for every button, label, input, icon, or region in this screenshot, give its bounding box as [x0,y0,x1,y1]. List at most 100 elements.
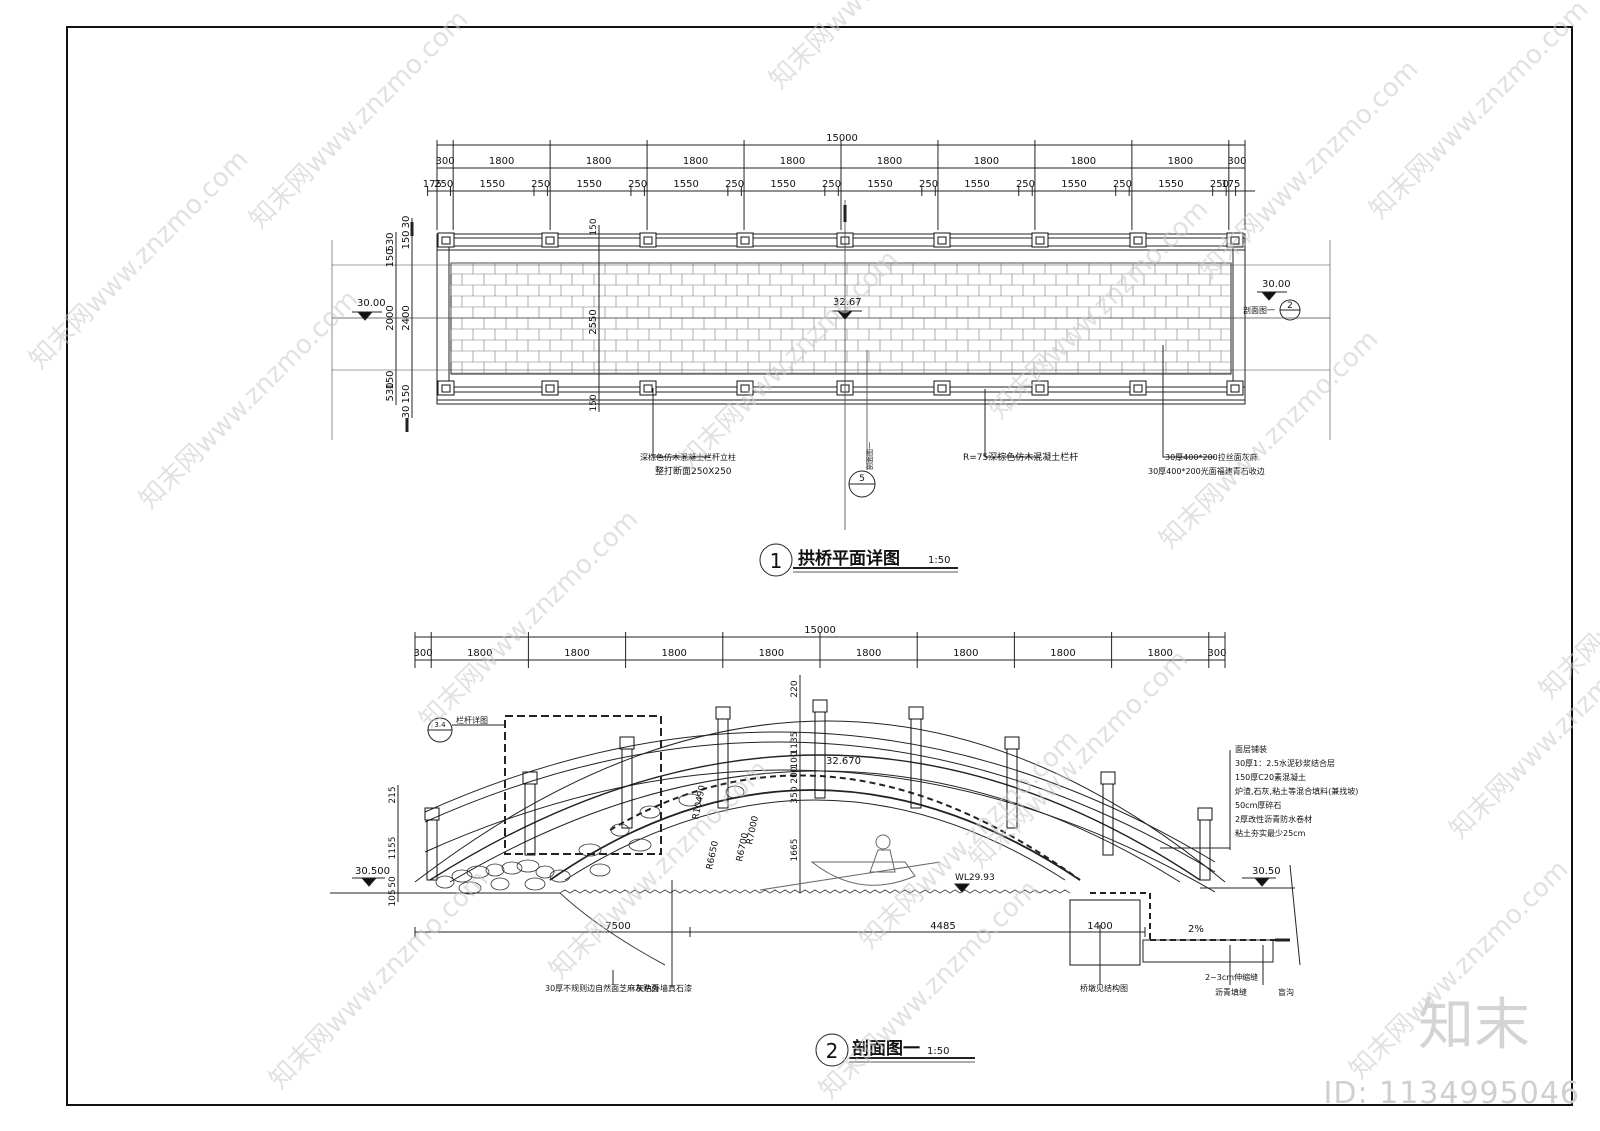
plan-callout-paving1: 30厚400*200拉丝面灰麻 [1165,452,1258,462]
plan-post [541,380,559,396]
sec-row1-dim: 300 [414,648,433,659]
sec-title: 剖面图一 [852,1038,920,1059]
site-watermark: 知末网www.znzmo.com [1364,0,1595,225]
sec-post [1006,748,1018,829]
sec-dim-1135: 1135 [790,732,800,755]
sec-note-mid: 灰色外墙真石漆 [636,983,692,993]
site-watermark: 知末网www.znzmo.com [414,504,645,735]
plan-inner-dim: 2400 [401,305,412,330]
plan-row1-dim: 300 [1227,156,1246,167]
sec-post-cap [1197,807,1213,821]
sec-dim-1665: 1665 [790,839,800,862]
plan-callout-post2: 整打断面250X250 [655,465,732,477]
plan-post-inner [740,384,750,393]
plan-row2-dim: 250 [434,179,453,190]
plan-post [541,232,559,248]
site-watermark: 知末网www.znzmo.com [674,244,905,475]
plan-row1-dim: 1800 [974,156,999,167]
plan-post-inner [1230,236,1240,245]
sec-post [621,748,633,829]
plan-title-scale: 1:50 [928,555,950,566]
plan-post-inner [740,236,750,245]
site-watermark: 知末网www.znzmo.com [1534,474,1600,705]
plan-row2-dim: 250 [1113,179,1132,190]
sec-post-cap [424,807,440,821]
stone [466,865,490,879]
plan-callout-post: 深棕色仿木混凝土栏杆立柱 [640,452,736,462]
brand-watermark: 知末 [1418,993,1530,1058]
sec-row1-dim: 300 [1207,648,1226,659]
sec-layer-text: 炉渣,石灰,粘土等混合填料(兼找坡) [1235,786,1358,796]
section-view [330,632,1301,1067]
sec-detail-label: 栏杆详图 [456,715,488,725]
plan-post-inner [643,384,653,393]
plan-post [933,380,951,396]
site-watermark: 知末网www.znzmo.com [1154,324,1385,555]
plan-row2-dim: 1550 [1061,179,1086,190]
plan-row1-dim: 1800 [877,156,902,167]
sec-dim-100: 100 [790,751,800,768]
plan-post-inner [1035,236,1045,245]
plan-inner-top-dim: 150 [589,218,599,235]
sec-post [524,783,536,856]
sec-dim-200: 200 [790,766,800,783]
stone [549,869,571,883]
plan-row1-dim: 1800 [780,156,805,167]
sec-post-cap [715,706,731,720]
sec-post [814,711,826,799]
plan-post-inner [937,236,947,245]
plan-section-mark-num: 2 [1287,301,1293,311]
plan-post-inner [441,236,451,245]
plan-post-inner [545,236,555,245]
sec-title-scale: 1:50 [927,1046,949,1057]
sec-layer-text: 50cm厚碎石 [1235,800,1281,810]
stone [725,785,745,799]
plan-post-inner [643,236,653,245]
plan-section-mark-label: 剖面图一 [1243,305,1275,315]
plan-post [933,232,951,248]
plan-row2-dim: 1550 [964,179,989,190]
stone [610,823,630,837]
sec-dim-50: 50 [388,876,398,888]
sec-row1-dim: 1800 [467,648,492,659]
sec-note-joint1: 2~3cm伸缩缝 [1205,972,1258,982]
sec-layer-text: 面层铺装 [1235,744,1267,754]
image-id: ID: 1134995046 [1323,1076,1580,1111]
plan-row1-dim: 1800 [489,156,514,167]
plan-callout-paving2: 30厚400*200光面福建青石收边 [1148,466,1265,476]
sec-dim-220: 220 [790,680,800,697]
plan-row2-dim: 250 [1016,179,1035,190]
plan-left-dim: 150 [385,248,396,267]
stone [501,861,523,875]
site-watermark: 知末网www.znzmo.com [814,874,1045,1105]
plan-row2-dim: 1550 [867,179,892,190]
plan-row2-dim: 250 [725,179,744,190]
stone [451,869,473,883]
sec-elev-right: 30.50 [1252,866,1281,877]
plan-width-dim: 2550 [588,309,599,334]
sec-post-cap [1100,771,1116,785]
plan-post [437,232,455,248]
stone [490,877,510,891]
sec-row1-dim: 1800 [856,648,881,659]
plan-inner-dim: 150 [401,384,412,403]
plan-left-dim: 530 [385,382,396,401]
plan-row2-dim: 250 [1210,179,1229,190]
sec-title-num: 2 [826,1039,839,1063]
plan-left-dim: 2000 [385,305,396,330]
plan-post-inner [1230,384,1240,393]
plan-row2-dim: 250 [822,179,841,190]
sec-row1-dim: 1800 [1050,648,1075,659]
plan-title: 拱桥平面详图 [798,548,900,569]
sec-dim-350: 350 [790,786,800,803]
sec-post-cap [1004,736,1020,750]
plan-row2-dim: 1550 [576,179,601,190]
site-watermark: 知末网www.znzmo.com [24,144,255,375]
stone [524,877,546,891]
sec-dim-1155: 1155 [388,837,398,860]
plan-inner-dim: 30 [401,216,412,229]
stone [578,843,602,857]
plan-row1-dim: 300 [436,156,455,167]
